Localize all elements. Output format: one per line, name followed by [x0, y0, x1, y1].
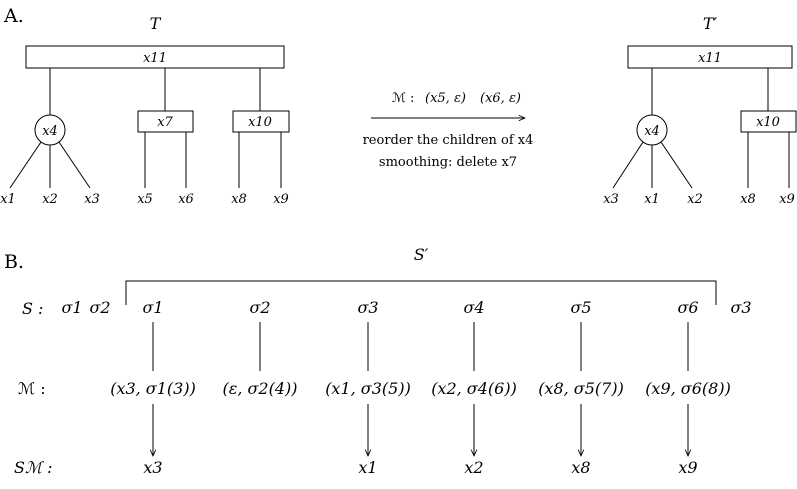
arrow-line-2: smoothing: delete x7: [379, 155, 517, 170]
column: σ4 (x2, σ4(6)) x2: [431, 298, 517, 477]
leaf-label: x1: [0, 192, 16, 207]
column: σ2 (ε, σ2(4)): [222, 298, 297, 398]
tree-left-circle-label: x4: [42, 124, 58, 139]
leaf-label: x8: [740, 192, 756, 207]
leaf-label: x3: [84, 192, 100, 207]
sm-item: x9: [678, 458, 697, 477]
tree-right-circle-label: x4: [644, 124, 660, 139]
s-item: σ3: [357, 298, 378, 317]
sm-item: x3: [143, 458, 162, 477]
panel-b-label: B.: [4, 251, 24, 273]
leaf-label: x9: [779, 192, 795, 207]
s-item: σ6: [677, 298, 698, 317]
row-m-label: ℳ :: [18, 379, 46, 398]
sm-item: x8: [571, 458, 590, 477]
leaf-label: x3: [603, 192, 619, 207]
panel-a-label: A.: [3, 5, 24, 27]
edge: [612, 141, 644, 189]
leaf-label: x5: [137, 192, 153, 207]
bracket-label: S′: [414, 245, 429, 264]
edge: [58, 141, 91, 189]
row-sm-label: Sℳ :: [14, 458, 53, 477]
leaf-label: x2: [42, 192, 58, 207]
m-item: (x9, σ6(8)): [645, 379, 731, 398]
m-item: (x3, σ1(3)): [110, 379, 196, 398]
s-prefix-item: σ1: [61, 298, 82, 317]
leaf-label: x9: [273, 192, 289, 207]
tree-right-box-node: [740, 110, 797, 133]
tree-left-box-node-2-label: x10: [248, 115, 272, 130]
column: σ5 (x8, σ5(7)) x8: [538, 298, 624, 477]
edge: [9, 141, 42, 189]
leaf-label: x1: [644, 192, 660, 207]
subsequence-bracket: [125, 280, 717, 305]
edge: [660, 141, 693, 189]
leaf-label: x8: [231, 192, 247, 207]
m-item: (x8, σ5(7)): [538, 379, 624, 398]
tree-left-box-node-1-label: x7: [157, 115, 173, 130]
s-item: σ5: [570, 298, 591, 317]
s-item: σ4: [463, 298, 484, 317]
tree-left-box-node-1: [137, 110, 194, 133]
leaf-label: x2: [687, 192, 703, 207]
m-item: (ε, σ2(4)): [222, 379, 297, 398]
tree-left-root-label: x11: [143, 51, 167, 66]
tree-right-root-label: x11: [698, 51, 722, 66]
arrow-pair: (x5, ε): [425, 91, 466, 106]
column: σ1 (x3, σ1(3)) x3: [110, 298, 196, 477]
tree-right-box-node-label: x10: [756, 115, 780, 130]
sm-item: x1: [358, 458, 377, 477]
s-item: σ1: [142, 298, 163, 317]
arrow-pair: (x6, ε): [480, 91, 521, 106]
s-item: σ2: [249, 298, 270, 317]
m-item: (x1, σ3(5)): [325, 379, 411, 398]
arrow-mapping-label: ℳ :: [392, 91, 414, 106]
tree-left-root-box: [25, 45, 285, 69]
tree-left-box-node-2: [232, 110, 290, 133]
sm-item: x2: [464, 458, 483, 477]
leaf-label: x6: [178, 192, 194, 207]
tree-right-root-box: [627, 45, 793, 69]
row-s-label: S :: [22, 299, 43, 318]
s-prefix-item: σ2: [89, 298, 110, 317]
s-suffix-item: σ3: [730, 298, 751, 317]
column: σ3 (x1, σ3(5)) x1: [325, 298, 411, 477]
column: σ6 (x9, σ6(8)) x9: [645, 298, 731, 477]
arrow-line-1: reorder the children of x4: [363, 133, 534, 148]
tree-left-title: T: [150, 14, 162, 33]
m-item: (x2, σ4(6)): [431, 379, 517, 398]
tree-right-title: T′: [703, 14, 718, 33]
